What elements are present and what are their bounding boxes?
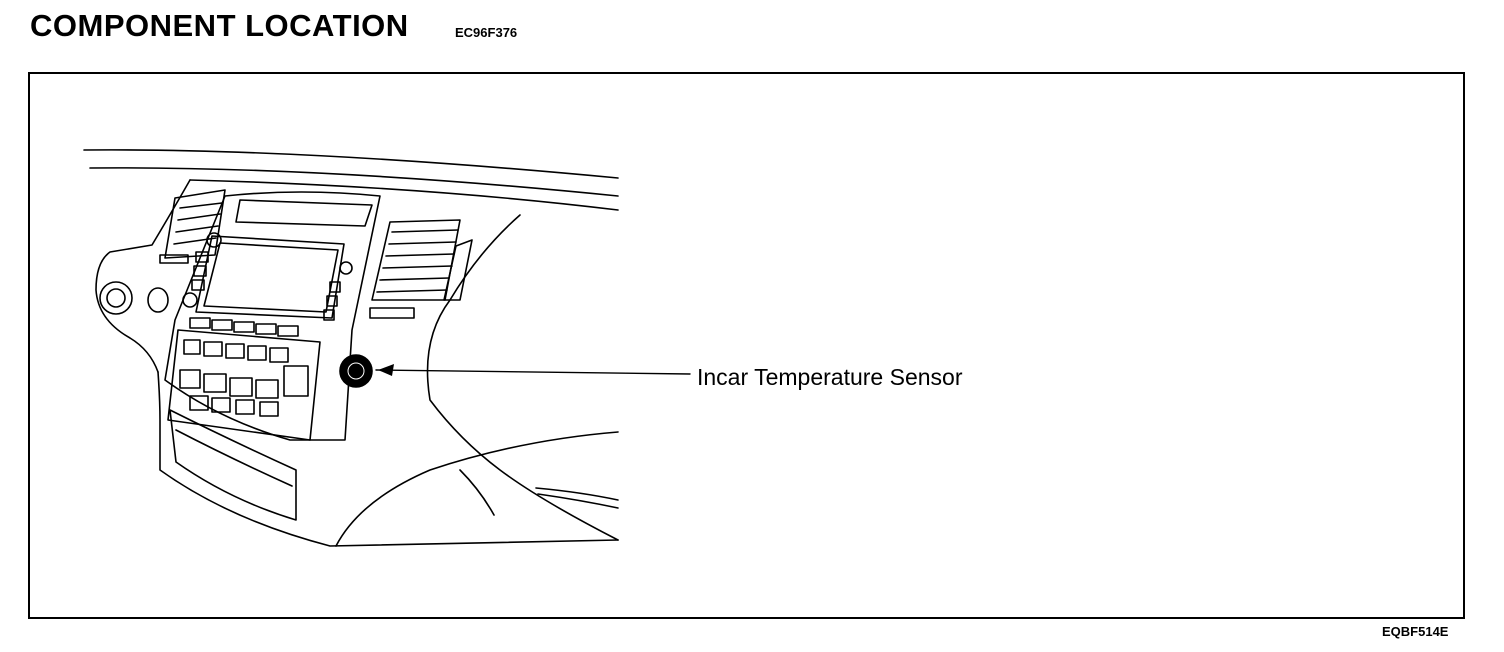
section-code: EC96F376: [455, 25, 518, 40]
figure-id: EQBF514E: [1382, 624, 1449, 639]
page-title: COMPONENT LOCATION: [30, 8, 409, 43]
callout-label-incar-temperature-sensor: Incar Temperature Sensor: [697, 364, 963, 390]
figure-frame: [28, 72, 1465, 619]
